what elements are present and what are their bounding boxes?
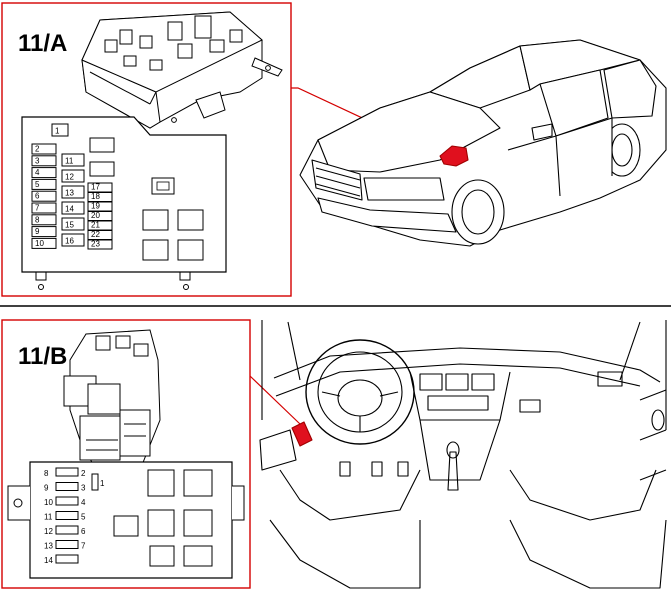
fuse-number: 14 <box>65 205 74 214</box>
relay-slot <box>151 177 175 195</box>
fuse-slot <box>31 190 57 202</box>
car-illustration-icon <box>299 39 667 247</box>
relay-slot <box>89 161 115 177</box>
fuse-number: 10 <box>44 498 53 507</box>
fuse-slot <box>55 525 79 535</box>
fuse-slot <box>61 201 85 215</box>
fuse-slot <box>31 202 57 214</box>
fuse-number: 5 <box>81 513 86 522</box>
fuse-number: 1 <box>55 127 60 136</box>
fuse-number: 21 <box>91 221 100 230</box>
dashboard-fuse-highlight <box>291 421 313 447</box>
fuse-number: 8 <box>44 469 49 478</box>
fuse-slot <box>31 226 57 238</box>
fuse-number: 13 <box>44 542 53 551</box>
fuse-number: 2 <box>81 469 86 478</box>
fuse-slot <box>55 540 79 549</box>
fuse-number: 5 <box>35 180 40 189</box>
fuse-number: 12 <box>65 173 74 182</box>
fuse-slot <box>61 233 85 247</box>
panel-11b-frame <box>1 319 251 589</box>
relay-slot <box>142 239 169 261</box>
fuse-number: 7 <box>81 542 86 551</box>
fuse-number: 15 <box>65 221 74 230</box>
fuse-layout-b: 8 9 10 11 12 13 14 2 3 4 5 6 7 1 <box>7 461 245 579</box>
fuse-number: 8 <box>35 215 40 224</box>
fuse-box-dashboard-icon <box>63 329 161 471</box>
relay-slot <box>183 545 213 567</box>
fuse-number: 20 <box>91 211 100 220</box>
fuse-number: 9 <box>44 484 49 493</box>
fuse-number: 10 <box>35 239 44 248</box>
relay-slot <box>89 137 115 153</box>
fuse-slot <box>87 239 113 250</box>
dashboard-interior-icon <box>259 320 667 589</box>
relay-slot <box>147 509 175 537</box>
fuse-box-highlight <box>439 145 469 167</box>
fuse-slot <box>91 473 99 491</box>
fuse-number: 23 <box>91 240 100 249</box>
fuse-number: 3 <box>35 156 40 165</box>
panel-11a-label: 11/A <box>18 30 67 57</box>
fuse-number: 9 <box>35 227 40 236</box>
fuse-number: 4 <box>81 498 86 507</box>
fuse-slot <box>55 467 79 477</box>
fuse-number: 3 <box>81 484 86 493</box>
relay-slot <box>113 515 139 537</box>
panel-11a-frame <box>1 2 292 297</box>
fuse-number: 6 <box>81 527 86 536</box>
fuse-number: 14 <box>44 556 53 565</box>
fuse-number: 19 <box>91 202 100 211</box>
fuse-slot <box>31 143 57 155</box>
fuse-number: 1 <box>100 479 105 488</box>
panel-11b: 11/B 8 9 10 11 12 13 14 2 3 4 5 6 7 1 <box>1 319 301 589</box>
fuse-number: 17 <box>91 183 100 192</box>
fuse-slot <box>55 482 79 491</box>
fuse-number: 13 <box>65 189 74 198</box>
fuse-slot <box>31 214 57 226</box>
fuse-slot <box>51 123 69 137</box>
fuse-slot <box>31 167 57 179</box>
relay-slot <box>177 209 204 231</box>
fuse-number: 6 <box>35 192 40 201</box>
fuse-slot <box>55 554 79 564</box>
callout-line-b <box>249 375 301 425</box>
fuse-number: 18 <box>91 192 100 201</box>
relay-slot <box>183 469 213 497</box>
fuse-number: 16 <box>65 237 74 246</box>
fuse-slot <box>61 169 85 183</box>
fuse-slot <box>31 237 57 249</box>
fuse-number: 12 <box>44 527 53 536</box>
fuse-number: 7 <box>35 204 40 213</box>
fuse-slot <box>55 496 79 506</box>
relay-slot <box>142 209 169 231</box>
fuse-slot <box>61 185 85 199</box>
fuse-slot <box>55 511 79 520</box>
fuse-number: 2 <box>35 145 40 154</box>
fuse-number: 11 <box>44 513 53 522</box>
fuse-slot <box>31 178 57 190</box>
fuse-slot <box>61 153 85 167</box>
fuse-slot <box>31 155 57 167</box>
fuse-number: 22 <box>91 230 100 239</box>
relay-slot <box>177 239 204 261</box>
relay-slot <box>147 469 175 497</box>
fuse-slot <box>61 217 85 231</box>
panel-11b-label: 11/B <box>18 343 67 370</box>
fuse-number: 4 <box>35 168 40 177</box>
relay-slot <box>183 509 213 537</box>
fuse-box-engine-bay-icon <box>81 11 283 129</box>
fuse-number: 11 <box>65 157 74 166</box>
relay-slot <box>149 545 175 567</box>
